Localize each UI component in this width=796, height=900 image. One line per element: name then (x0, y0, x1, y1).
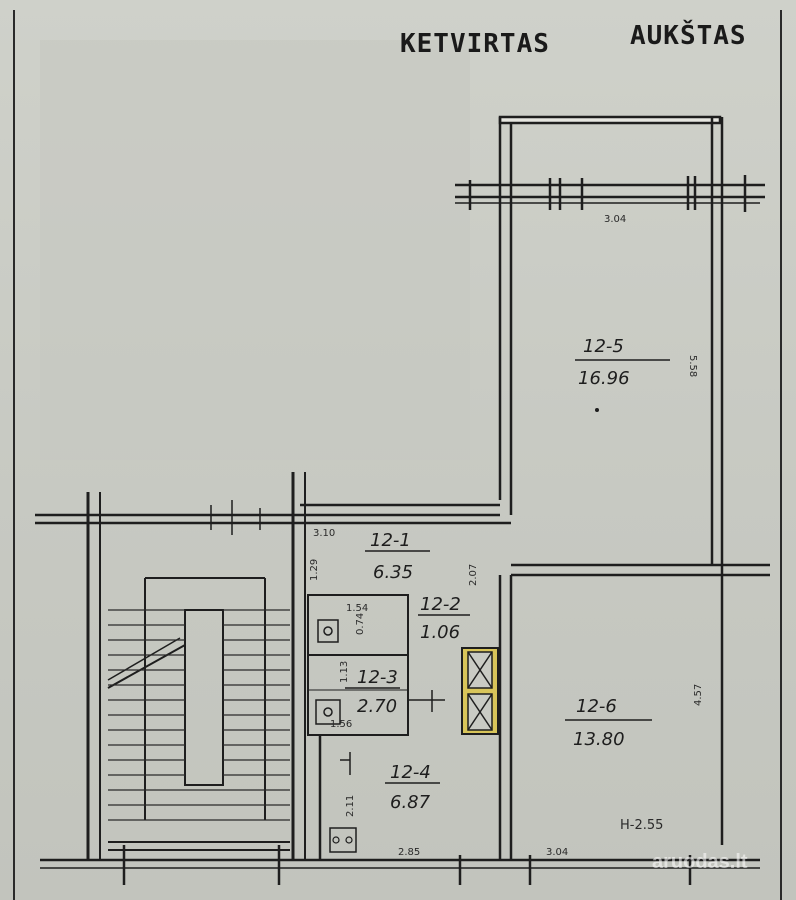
middle-walls (35, 500, 770, 577)
room-12-2-area: 1.06 (420, 622, 460, 643)
dim-bath-width: 1.54 (346, 603, 368, 614)
room-12-4-area: 6.87 (390, 792, 431, 813)
dim-hall-side: 2.07 (468, 564, 479, 586)
height-note: H-2.55 (620, 818, 663, 833)
dim-hall-depth: 1.29 (309, 559, 320, 581)
room-12-6-walls (40, 575, 760, 885)
ventilation-flue (461, 647, 499, 735)
room-12-6-area: 13.80 (573, 729, 625, 750)
room-12-4-id: 12-4 (390, 762, 431, 783)
paper-shade (40, 40, 470, 460)
watermark: aruodas.lt (652, 851, 748, 873)
dim-room6-width: 3.04 (546, 847, 568, 858)
room-12-5-area: 16.96 (578, 368, 630, 389)
kitchen-walls (318, 735, 357, 860)
dim-wc-depth: 1.13 (339, 661, 350, 683)
room-12-6-id: 12-6 (576, 696, 617, 717)
dim-room6-length: 4.57 (693, 684, 704, 706)
bath-wc-walls (307, 594, 445, 736)
room-12-1-id: 12-1 (370, 530, 411, 551)
dim-kitchen-depth: 2.11 (345, 795, 356, 817)
dim-wc-width: 1.56 (330, 719, 352, 730)
dim-right-length: 5.58 (687, 355, 698, 377)
title-word-1: KETVIRTAS (400, 29, 550, 59)
room-12-1-area: 6.35 (373, 562, 413, 583)
room-12-3-area: 2.70 (357, 696, 397, 717)
stair-treads (108, 609, 290, 821)
staircase (86, 472, 306, 860)
room-12-5-dot (595, 408, 599, 412)
room-12-5-walls (455, 115, 765, 845)
room-12-2-id: 12-2 (420, 594, 461, 615)
dim-kitchen-width: 2.85 (398, 847, 420, 858)
room-12-5-id: 12-5 (583, 336, 624, 357)
dim-hall-width: 3.10 (313, 528, 335, 539)
title-word-2: AUKŠTAS (630, 19, 747, 51)
room-12-3-id: 12-3 (357, 667, 398, 688)
dim-top-width: 3.04 (604, 214, 626, 225)
dim-bath-depth: 0.74 (355, 613, 366, 635)
